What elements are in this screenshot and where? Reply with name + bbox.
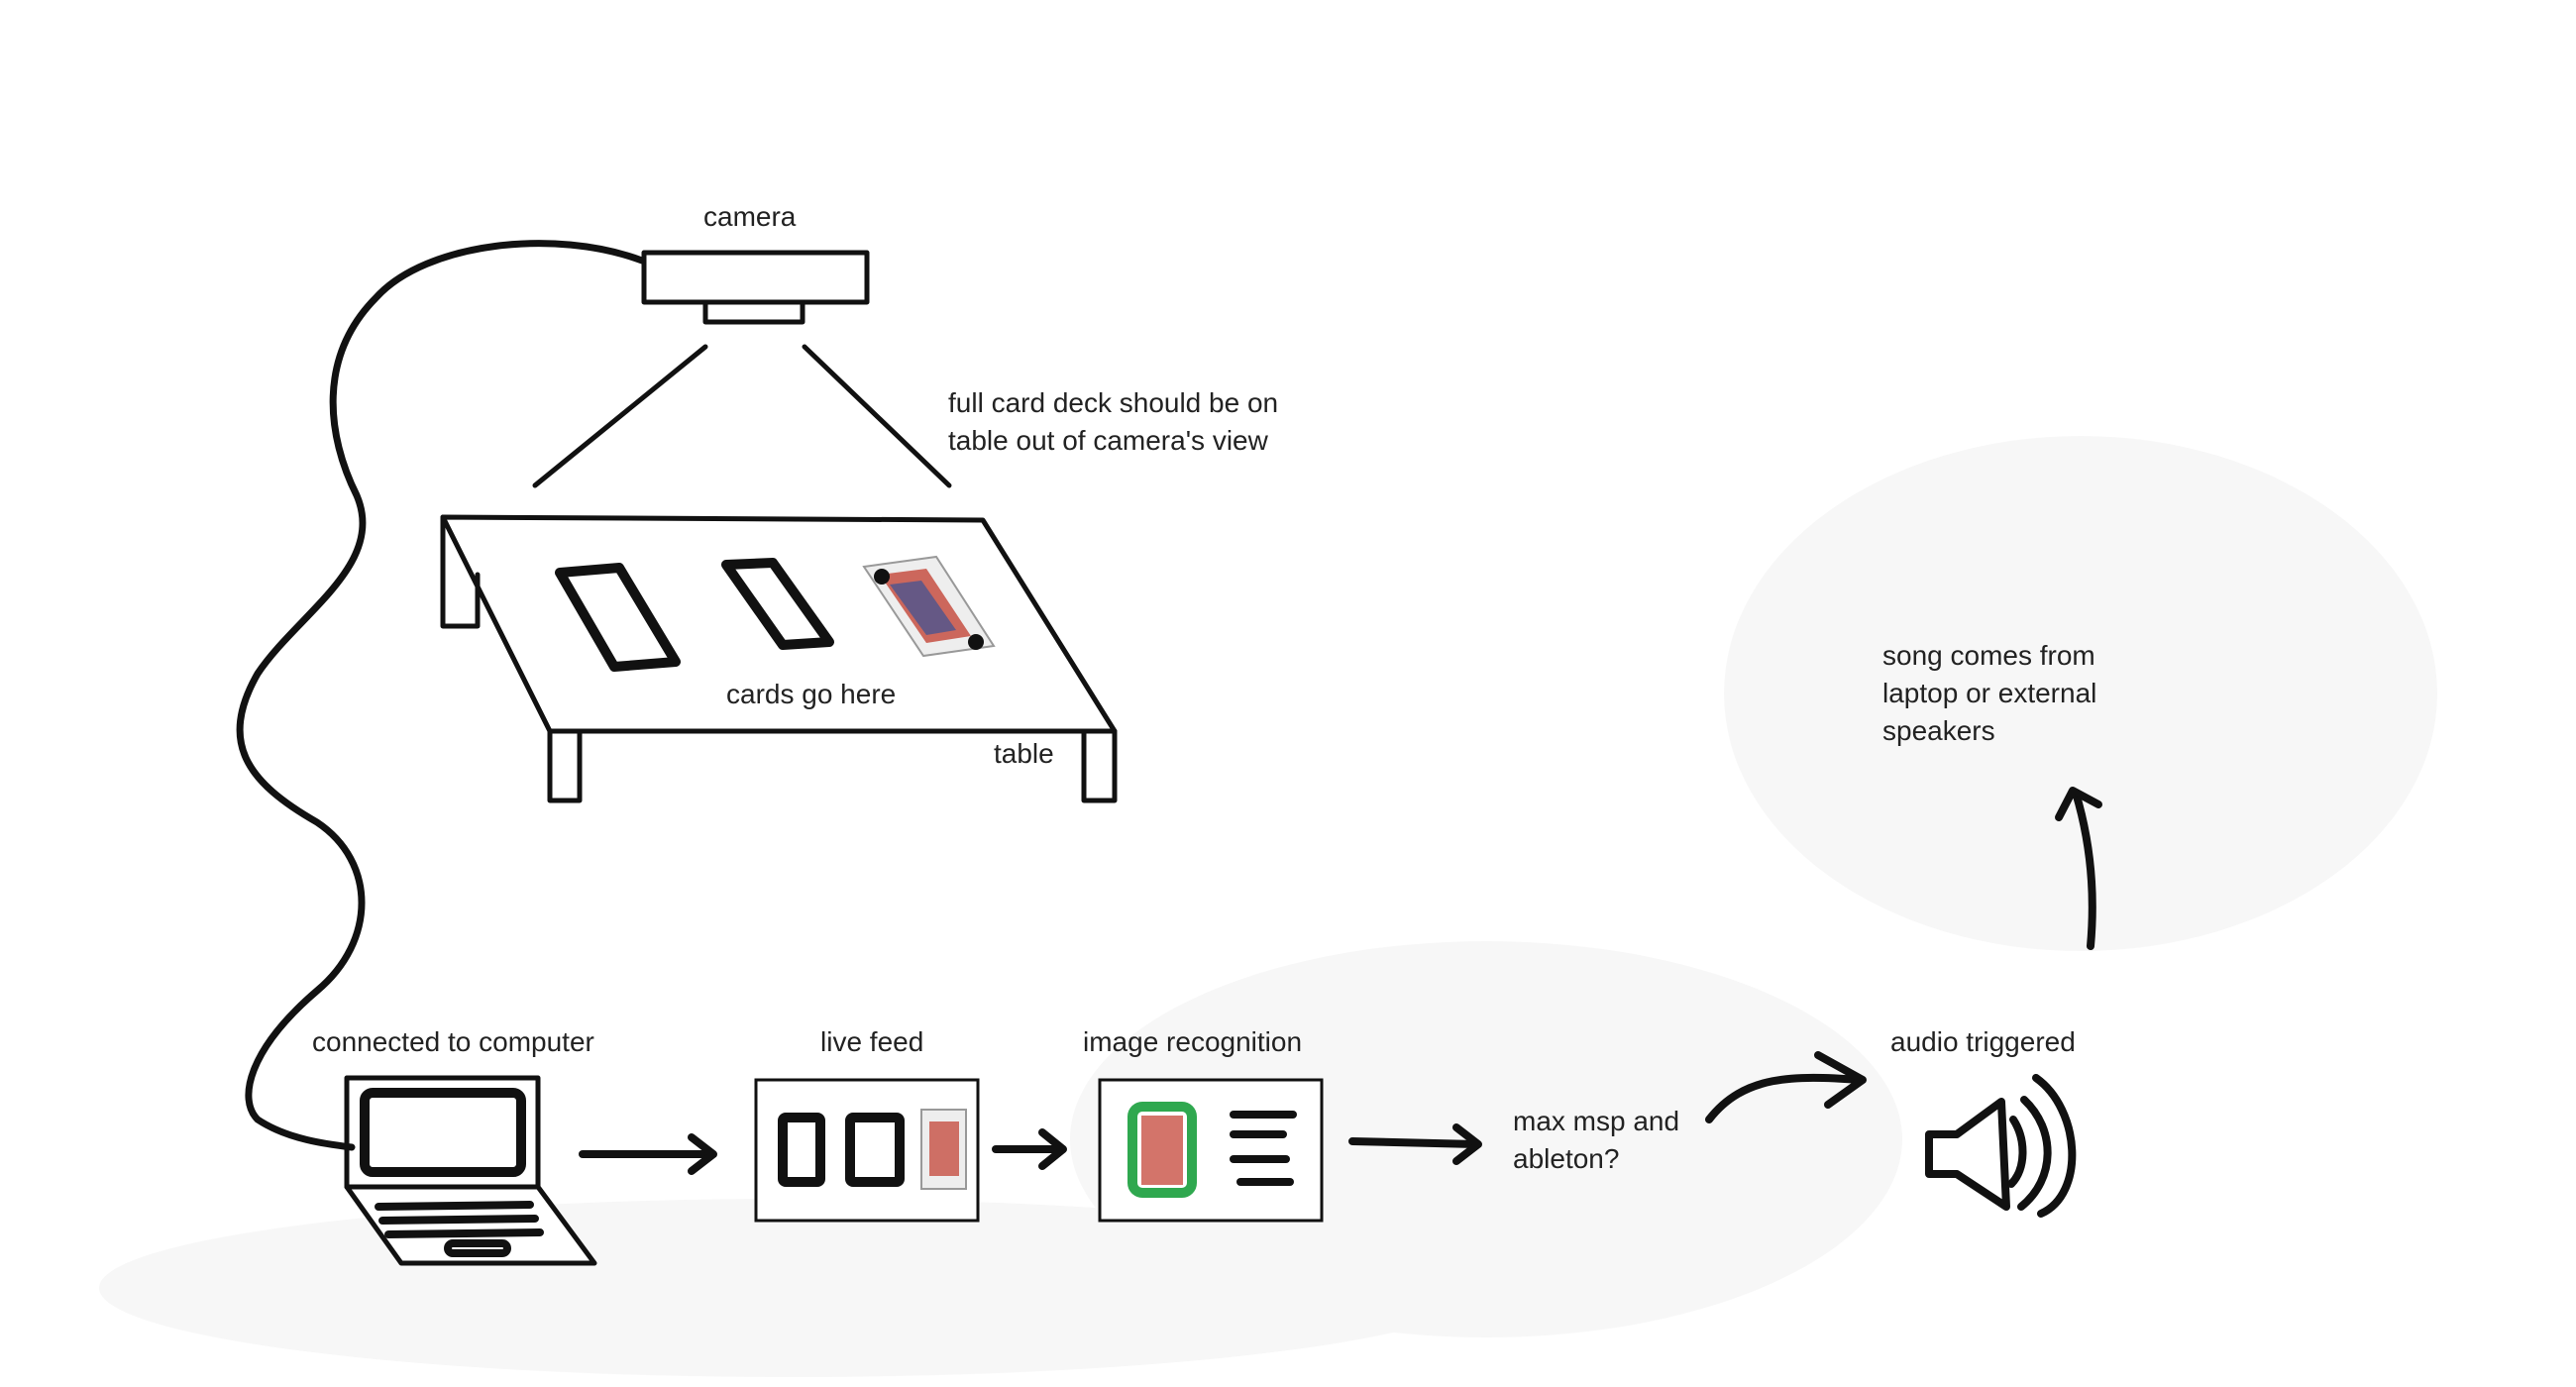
speaker-icon — [1925, 1074, 2077, 1218]
song-source-label: song comes from laptop or external speak… — [1882, 640, 2097, 746]
image-recognition-label: image recognition — [1083, 1026, 1303, 1057]
arrow-icon-max-to-audio — [1705, 1051, 1867, 1123]
laptop-icon — [344, 1075, 597, 1266]
cards-go-here-label: cards go here — [726, 679, 897, 709]
connected-to-computer-label: connected to computer — [312, 1026, 594, 1057]
camera-view-line-left — [532, 344, 708, 488]
deck-note-label: full card deck should be on table out of… — [948, 387, 1279, 456]
camera-view-line-right — [802, 344, 952, 488]
camera-icon — [641, 250, 870, 325]
camera-cable — [236, 240, 646, 1151]
camera-label: camera — [703, 201, 797, 232]
arrow-icon-audio-to-speakers — [2055, 787, 2102, 950]
live-feed-label: live feed — [820, 1026, 924, 1057]
card-slot-2 — [721, 558, 834, 650]
image-recognition-icon — [1098, 1078, 1324, 1223]
max-msp-label: max msp and ableton? — [1513, 1106, 1680, 1174]
card-slot-1 — [555, 563, 681, 672]
live-feed-icon — [754, 1078, 980, 1223]
playing-card-icon — [862, 555, 996, 658]
arrow-icon-feed-to-recognition — [992, 1128, 1067, 1170]
arrow-icon-recognition-to-max — [1348, 1123, 1482, 1165]
arrow-icon-laptop-to-feed — [579, 1133, 717, 1175]
audio-triggered-label: audio triggered — [1890, 1026, 2076, 1057]
table-label: table — [994, 738, 1054, 769]
background-shapes — [99, 436, 2437, 1377]
